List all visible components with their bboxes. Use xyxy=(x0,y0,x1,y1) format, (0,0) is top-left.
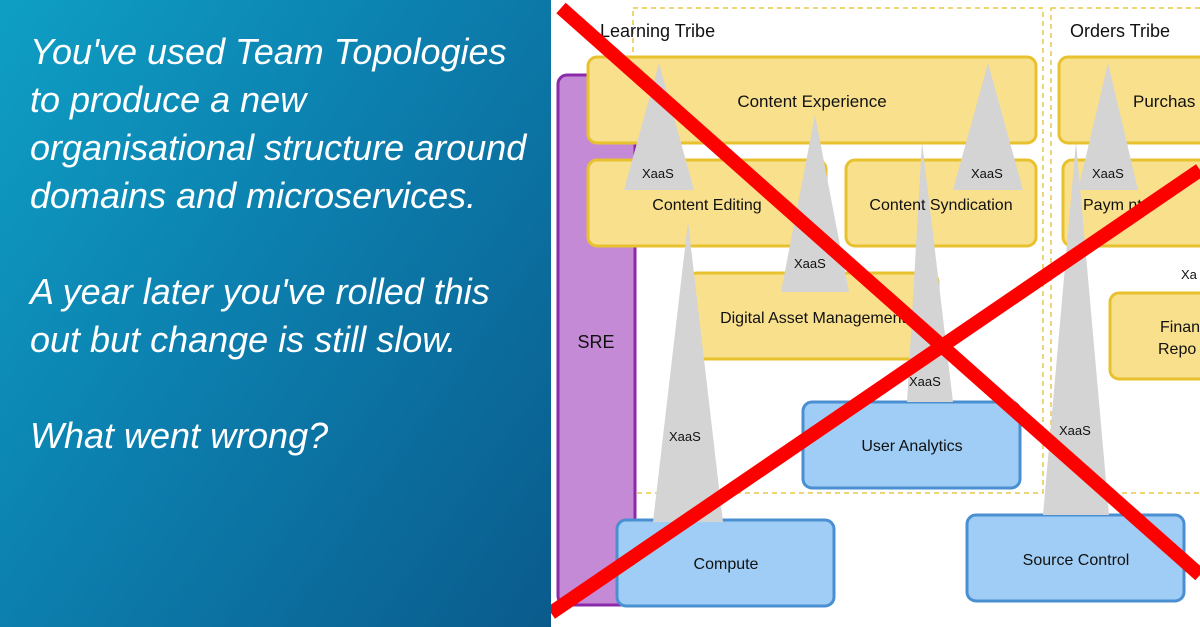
sre-team-label: SRE xyxy=(577,332,614,352)
xaas-label-7: XaaS xyxy=(1059,423,1091,438)
xaas-triangle-content-editing xyxy=(624,63,694,190)
compute-label: Compute xyxy=(694,556,759,573)
finance-label: Finan xyxy=(1160,319,1200,336)
intro-text: You've used Team Topologies to produce a… xyxy=(30,28,540,460)
intro-question: What went wrong? xyxy=(30,415,329,456)
intro-panel: You've used Team Topologies to produce a… xyxy=(0,0,551,627)
intro-paragraph-1: You've used Team Topologies to produce a… xyxy=(30,31,527,216)
xaas-label-4: XaaS xyxy=(669,429,701,444)
digital-asset-management-label: Digital Asset Management xyxy=(720,310,906,327)
orders-tribe-label: Orders Tribe xyxy=(1070,21,1170,41)
finance-reporting-box xyxy=(1108,291,1200,381)
xaas-label-2: XaaS xyxy=(971,166,1003,181)
org-diagram-panel: Learning Tribe Orders Tribe SRE Content … xyxy=(551,0,1200,627)
cross-out-line-2 xyxy=(551,164,1200,619)
user-analytics-label: User Analytics xyxy=(861,438,962,455)
xaas-triangle-source-control xyxy=(1043,142,1109,515)
learning-tribe-boundary xyxy=(632,7,1044,494)
intro-paragraph-2: A year later you've rolled this out but … xyxy=(30,271,490,360)
content-editing-label: Content Editing xyxy=(652,197,761,214)
xaas-label-partial: Xa xyxy=(1181,267,1198,282)
xaas-triangle-compute xyxy=(653,222,723,522)
org-diagram: Learning Tribe Orders Tribe SRE Content … xyxy=(551,2,1200,619)
source-control-label: Source Control xyxy=(1023,552,1130,569)
purchasing-label: Purchas xyxy=(1133,92,1195,111)
content-syndication-label: Content Syndication xyxy=(869,197,1012,214)
xaas-label-6: XaaS xyxy=(1092,166,1124,181)
orders-tribe-boundary xyxy=(1050,7,1200,494)
xaas-triangle-payments xyxy=(1078,63,1138,190)
reporting-label: Repo xyxy=(1158,341,1196,358)
cross-out-line-1 xyxy=(556,2,1200,581)
xaas-label-5: XaaS xyxy=(909,374,941,389)
xaas-label-1: XaaS xyxy=(642,166,674,181)
xaas-triangle-content-syndication xyxy=(953,63,1023,190)
learning-tribe-label: Learning Tribe xyxy=(600,21,715,41)
content-experience-label: Content Experience xyxy=(737,92,886,111)
xaas-label-3: XaaS xyxy=(794,256,826,271)
